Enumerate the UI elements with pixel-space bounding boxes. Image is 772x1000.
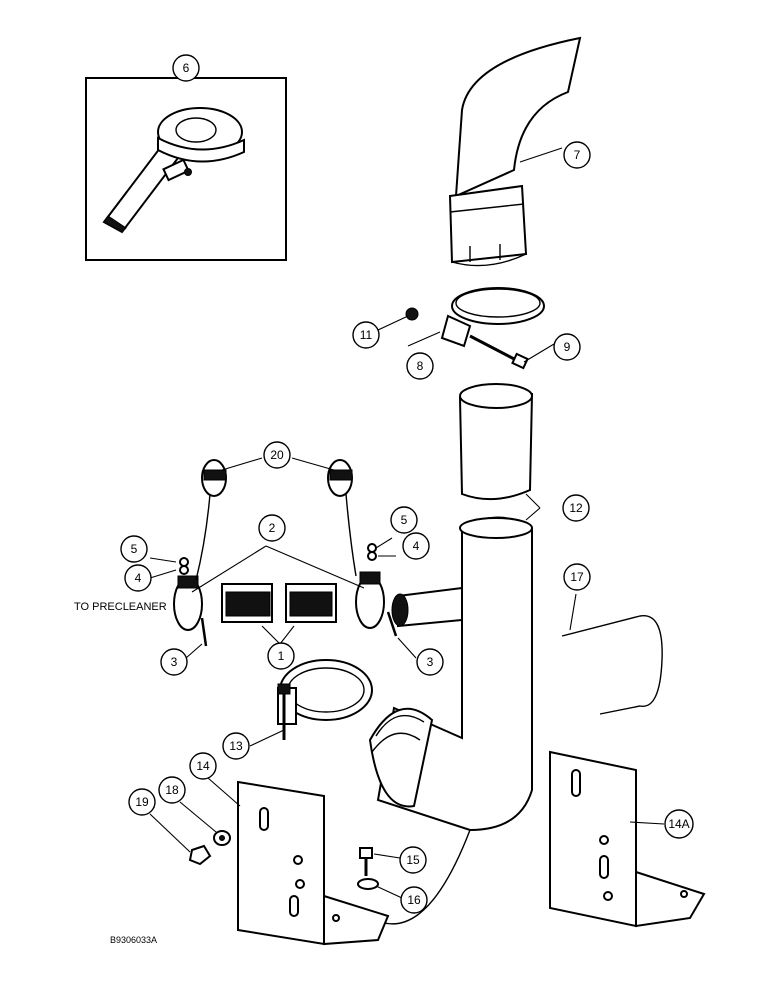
callout-20: 20: [263, 441, 291, 469]
small-hose-clamps-20: [195, 459, 357, 581]
callout-16-label: 16: [407, 893, 421, 907]
callout-9: 9: [553, 333, 581, 361]
bracket-14: [237, 780, 390, 946]
callout-15: 15: [399, 846, 427, 874]
band-clamp-13: [277, 659, 373, 740]
callout-7: 7: [563, 141, 591, 169]
callout-18-label: 18: [165, 783, 179, 797]
callout-14a-label: 14A: [668, 817, 689, 831]
callout-13-label: 13: [229, 739, 243, 753]
callout-2-label: 2: [269, 521, 276, 535]
small-hardware: [188, 830, 379, 890]
callout-4-left: 4: [124, 564, 152, 592]
u-bolt-17: [561, 615, 663, 715]
callout-14-label: 14: [196, 759, 210, 773]
callout-5-right-label: 5: [401, 513, 408, 527]
callout-11-label: 11: [360, 328, 373, 342]
callout-3-right-label: 3: [427, 655, 434, 669]
callout-17: 17: [563, 563, 591, 591]
callout-19: 19: [128, 788, 156, 816]
callout-7-label: 7: [574, 148, 581, 162]
callout-12-label: 12: [569, 501, 583, 515]
callout-20-label: 20: [270, 448, 284, 462]
to-precleaner-label: TO PRECLEANER: [74, 601, 167, 613]
callout-9-label: 9: [564, 340, 571, 354]
callout-3-right: 3: [416, 648, 444, 676]
exhaust-pipe-12: [359, 383, 534, 925]
callout-4-right-label: 4: [413, 539, 420, 553]
exhaust-rain-cap-7: [448, 36, 582, 267]
stack-clamp-8: [405, 287, 545, 370]
callout-19-label: 19: [135, 795, 149, 809]
callout-4-right: 4: [402, 532, 430, 560]
callout-1-label: 1: [278, 649, 285, 663]
callout-6: 6: [172, 54, 200, 82]
callout-2: 2: [258, 514, 286, 542]
callout-5-left: 5: [120, 535, 148, 563]
figure-code: B9306033A: [110, 935, 157, 945]
callout-13: 13: [222, 732, 250, 760]
hose-pieces-1: [221, 583, 337, 623]
callout-18: 18: [158, 776, 186, 804]
bracket-14a: [549, 750, 706, 928]
callout-1: 1: [267, 642, 295, 670]
callout-14: 14: [189, 752, 217, 780]
inset-detail-6: [85, 60, 287, 261]
callout-8-label: 8: [417, 359, 424, 373]
callout-17-label: 17: [570, 570, 584, 584]
callout-6-label: 6: [183, 61, 190, 75]
callout-15-label: 15: [406, 853, 420, 867]
callout-3-left: 3: [160, 648, 188, 676]
callout-8: 8: [406, 352, 434, 380]
callout-5-right: 5: [390, 506, 418, 534]
callout-4-left-label: 4: [135, 571, 142, 585]
callout-16: 16: [400, 886, 428, 914]
callout-12: 12: [562, 494, 590, 522]
callout-3-left-label: 3: [171, 655, 178, 669]
callout-14a: 14A: [664, 809, 694, 839]
callout-11: 11: [352, 321, 380, 349]
callout-5-left-label: 5: [131, 542, 138, 556]
hose-clamps-2: [173, 543, 398, 647]
leader-lines: [149, 147, 665, 899]
